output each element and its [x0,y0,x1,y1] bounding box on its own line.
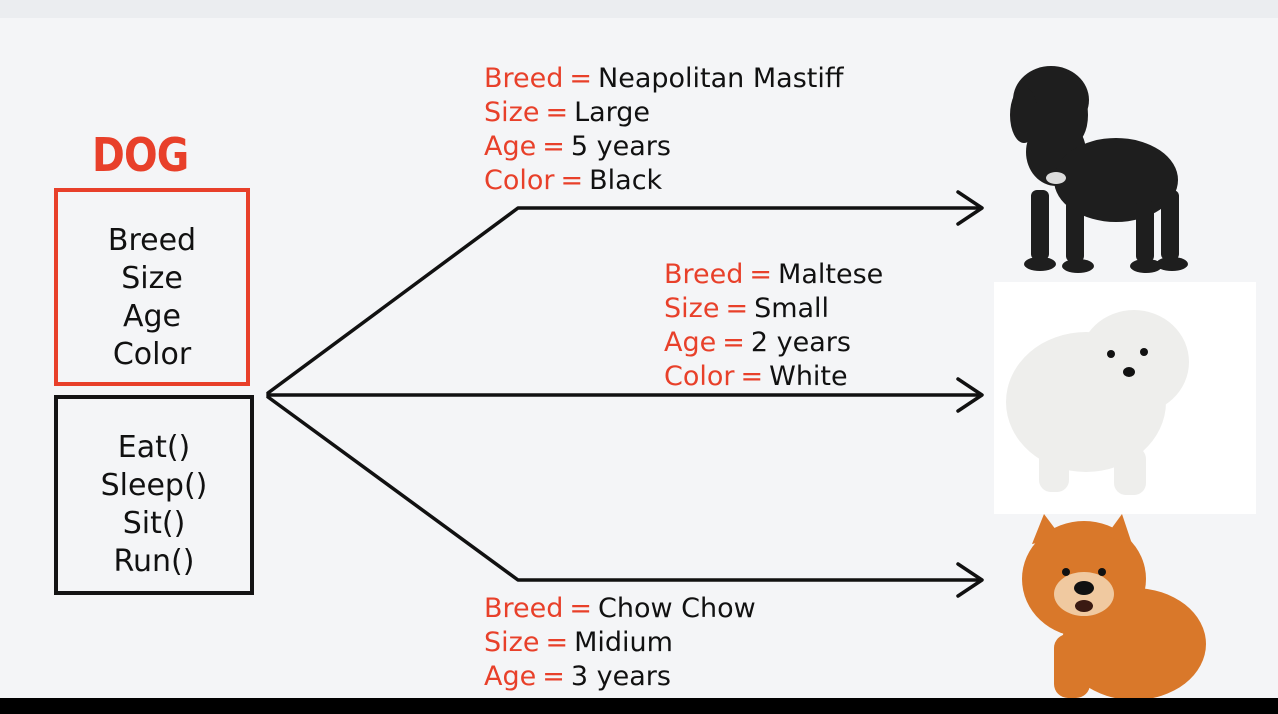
prop-row: Age=5 years [484,131,671,162]
prop-row: Breed=Maltese [664,259,884,290]
mastiff-dog-image [1010,66,1188,273]
top-strip [0,0,1278,18]
prop-row: Color=White [664,361,848,392]
method-eat: Eat() [117,430,191,465]
bottom-strip [0,698,1278,714]
prop-row: Breed=Neapolitan Mastiff [484,63,844,94]
arrow-head-chow [956,562,984,598]
prop-row: Size=Midium [484,627,673,658]
attribute-breed: Breed [107,223,197,258]
prop-row: Breed=Chow Chow [484,593,756,624]
instance-mastiff-props: Breed=Neapolitan Mastiff Size=Large Age=… [484,62,843,198]
prop-row: Color=Black [484,165,663,196]
attribute-size: Size [121,261,183,296]
prop-row: Age=3 years [484,661,671,692]
method-sit: Sit() [122,506,186,541]
arrow-to-chow [266,395,982,582]
prop-row: Size=Large [484,97,651,128]
arrow-to-mastiff [266,206,982,395]
instance-maltese-props: Breed=Maltese Size=Small Age=2 years Col… [664,258,883,394]
maltese-dog-image [994,282,1256,514]
attributes-box: Breed Size Age Color [54,188,250,386]
attribute-color: Color [112,337,192,372]
prop-row: Age=2 years [664,327,851,358]
method-sleep: Sleep() [100,468,208,503]
attribute-age: Age [122,299,182,334]
methods-box: Eat() Sleep() Sit() Run() [54,395,254,595]
chow-dog-image [1022,514,1206,698]
method-run: Run() [113,544,195,579]
class-title: DOG [92,128,189,182]
arrow-head-mastiff [956,190,984,226]
instance-chow-props: Breed=Chow Chow Size=Midium Age=3 years [484,592,756,694]
arrow-head-maltese [956,377,984,413]
prop-row: Size=Small [664,293,830,324]
